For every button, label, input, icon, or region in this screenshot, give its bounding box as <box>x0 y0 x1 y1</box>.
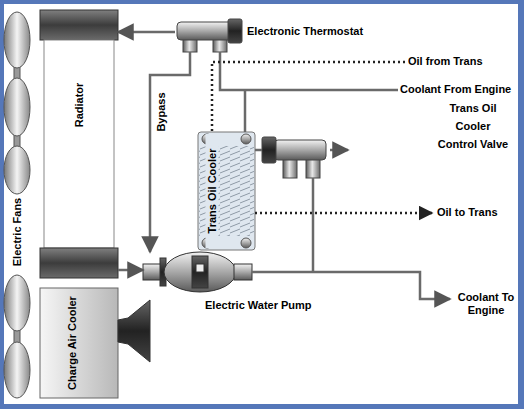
charge-air-cooler-box: Charge Air Cooler <box>40 288 118 398</box>
radiator-drawing-part <box>44 40 114 248</box>
part-label: Electric Water Pump <box>205 299 312 312</box>
water-pump-drawing-part <box>164 252 236 292</box>
trans-oil-cooler-drawing-part <box>241 134 251 144</box>
electric-fans-part <box>4 275 30 331</box>
trans-oil-cooler-drawing-part <box>198 132 255 250</box>
part-label: Electronic Thermostat <box>247 25 363 38</box>
water-pump-drawing-part <box>196 264 204 272</box>
thermostat-drawing-part <box>228 19 242 43</box>
flow-lines-part <box>252 272 450 299</box>
water-pump-drawing-part <box>192 256 208 288</box>
electric-fans-part <box>4 342 30 398</box>
radiator-drawing-part <box>40 248 118 278</box>
electric-fans <box>4 12 30 398</box>
coolant-line <box>118 31 175 34</box>
trans-oil-cooler-drawing-part <box>241 238 251 248</box>
coolant-line <box>118 269 143 272</box>
water-pump-drawing <box>143 252 252 292</box>
coolant-line <box>255 149 262 152</box>
cooler-box: Trans Oil Cooler <box>198 132 255 250</box>
charge-air-cooler-drawing-part <box>118 300 150 362</box>
flow-label: Coolant From Engine <box>400 83 511 96</box>
thermostat-valve: Electronic Thermostat <box>175 20 242 52</box>
control-valve-drawing-part <box>274 140 326 160</box>
part-label: Charge Air Cooler <box>66 293 79 393</box>
thermostat-drawing-part <box>177 22 232 40</box>
part-label: Radiator <box>73 60 86 150</box>
flow-label: Coolant To Engine <box>455 291 517 317</box>
frame-part <box>4 4 518 404</box>
radiator-drawing-part <box>40 10 118 40</box>
oil-lines <box>212 62 432 213</box>
flow-label: Oil to Trans <box>437 206 498 219</box>
control-valve-drawing-part <box>262 137 276 163</box>
water-pump-drawing-part <box>234 264 252 280</box>
part-label: Trans Oil Cooler Control Valve <box>437 99 509 153</box>
charge-air-cooler-drawing <box>40 288 150 398</box>
flow-lines-part <box>330 149 348 152</box>
water-pump: Electric Water Pump <box>143 252 250 292</box>
control-valve-drawing <box>262 137 326 178</box>
flow-label: Electric Fans <box>11 195 24 269</box>
electric-fans-part <box>4 12 30 68</box>
electric-fans-part <box>4 78 30 136</box>
oil-lines-part <box>212 62 405 132</box>
flow-lines-part <box>244 90 247 132</box>
charge-air-cooler-drawing-part <box>40 288 118 398</box>
radiator-box: Radiator <box>40 10 118 278</box>
part-label: Trans Oil Cooler <box>206 134 219 248</box>
line-label: Bypass <box>155 80 168 144</box>
control-valve: Trans Oil Cooler Control Valve <box>262 135 330 180</box>
flow-lines-part <box>312 178 315 272</box>
trans-oil-cooler-drawing <box>198 132 255 250</box>
coolant-line <box>150 52 190 252</box>
radiator-drawing <box>40 10 118 278</box>
electric-fans-part <box>4 146 30 194</box>
flow-label: Oil from Trans <box>408 55 483 68</box>
thermostat-drawing <box>177 19 242 52</box>
oil-lines-part <box>255 212 432 215</box>
flow-lines-part <box>220 52 398 90</box>
